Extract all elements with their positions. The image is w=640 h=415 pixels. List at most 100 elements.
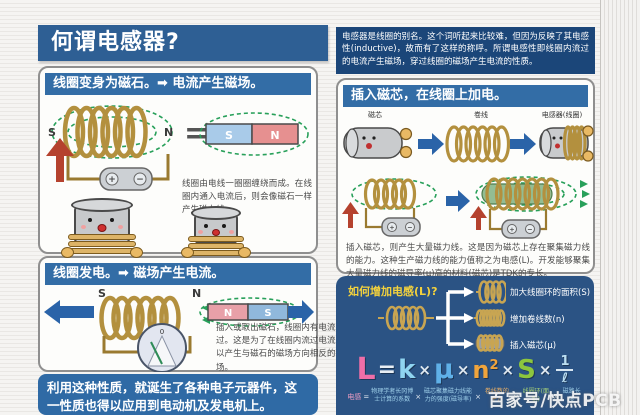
- formula-notes: 电感 = 物理学者长冈博士计算的系数 × 磁芯聚集磁力线能力的强度(磁导率) ×…: [336, 388, 594, 404]
- bar-magnet: N S: [199, 297, 301, 327]
- battery-plus: +: [108, 175, 116, 185]
- page-edge: [600, 0, 640, 415]
- winding-coil: [445, 125, 511, 163]
- note-times: ×: [552, 393, 559, 401]
- eye: [110, 218, 114, 222]
- wire: [540, 209, 548, 231]
- option-label: 插入磁芯(μ): [510, 341, 557, 351]
- option-coil-core: [475, 334, 505, 352]
- branch-diagram: [378, 280, 506, 352]
- formula-times: ×: [501, 360, 515, 379]
- inductor-label: 电感器(线圈): [541, 111, 583, 119]
- left-arrow-icon: [44, 300, 94, 324]
- section2-body: 插入或取出磁石，线圈内有电流流过。这是为了在线圈内流过电流，以产生与磁石的磁场方…: [216, 323, 344, 373]
- insert-core-diagram: + −: [342, 176, 590, 239]
- note-mu: 磁芯聚集磁力线能力的强度(磁导率): [424, 388, 473, 404]
- right-body: 插入磁芯，则产生大量磁力线。这是因为磁芯上存在聚集磁力线的能力。这种生产磁力线的…: [346, 243, 590, 280]
- field-arrow-icon: [580, 200, 588, 208]
- magnet-n-label: N: [224, 308, 232, 319]
- magnet-n-label: N: [270, 129, 279, 142]
- right-arrow-icon: [418, 133, 444, 155]
- section1-header: 线圈变身为磁石。➡ 电流产生磁场。: [45, 73, 311, 95]
- field-arrow-icon: [580, 180, 588, 188]
- inductor-character: [539, 125, 594, 162]
- watermark: 百家号/快点PCB: [488, 391, 622, 411]
- hand: [61, 247, 74, 258]
- formula-L: L: [356, 352, 376, 387]
- hand: [399, 127, 413, 141]
- hand: [181, 247, 194, 258]
- footer-text: 利用这种性质，就诞生了各种电子元器件，这一性质也得以应用到电动机及发电机上。: [47, 380, 298, 413]
- field-line: [475, 176, 577, 212]
- battery-minus: −: [527, 226, 532, 234]
- eye: [204, 224, 208, 228]
- intro-box: 电感器是线圈的别名。这个词听起来比较难，但因为反映了其电感性(inductive…: [336, 27, 595, 74]
- current-arrow-icon: [342, 202, 359, 228]
- formula-equals: =: [377, 357, 397, 382]
- formula-S: S: [517, 354, 536, 385]
- note-times: ×: [415, 393, 422, 401]
- note-k: 物理学者长冈博士计算的系数: [371, 388, 414, 404]
- mouth: [97, 224, 107, 232]
- wire: [152, 154, 170, 181]
- battery: + −: [381, 217, 421, 237]
- battery-minus: −: [136, 175, 144, 185]
- magnet-n-half: [251, 123, 299, 145]
- field-line: [487, 182, 565, 206]
- battery-plus: +: [389, 224, 394, 232]
- coil: [363, 178, 417, 210]
- panel-heading: 如何增加电感(L)?: [348, 285, 438, 298]
- right-arrow-icon: [446, 190, 470, 212]
- field-line: [351, 178, 437, 210]
- coil-wrap: [68, 248, 136, 254]
- formula-n-squared: n2: [472, 355, 499, 384]
- core-label: 磁芯: [368, 111, 382, 119]
- formula-times: ×: [538, 360, 552, 379]
- source-coil: [385, 305, 427, 331]
- field-arrow-icon: [582, 190, 590, 198]
- note-times: ×: [512, 393, 519, 401]
- hand: [130, 247, 143, 258]
- coil-wrap: [188, 236, 244, 242]
- equals-sign: =: [184, 116, 209, 151]
- eye: [88, 218, 92, 222]
- right-header: 插入磁芯，在线圈上加电。: [343, 85, 588, 107]
- note-times: ×: [475, 393, 481, 401]
- wire: [488, 209, 502, 231]
- battery-plus: +: [509, 226, 514, 234]
- section2-header: 线圈发电。➡ 磁场产生电流。: [45, 263, 311, 285]
- mascot-coil-tall: [181, 206, 251, 258]
- hand: [238, 247, 251, 258]
- section1-diagram: S N + − = S N: [46, 105, 309, 191]
- magnet-s-label: S: [225, 129, 233, 142]
- option-coil-area: [476, 280, 506, 304]
- page-title: 何谓电感器?: [38, 25, 328, 61]
- core-character: [343, 127, 413, 159]
- current-arrow-icon: [470, 206, 487, 230]
- formula-mu: μ: [433, 354, 454, 385]
- mouth: [212, 229, 220, 236]
- hand: [399, 145, 413, 159]
- winding-label: 卷线: [474, 111, 488, 119]
- coil-wrap: [68, 234, 136, 240]
- coil: [62, 105, 148, 159]
- core-plus-coil-diagram: [343, 125, 594, 163]
- intro-text: 电感器是线圈的别名。这个词听起来比较难，但因为反映了其电感性(inductive…: [342, 32, 589, 67]
- battery: + −: [501, 219, 541, 239]
- galvanometer: 0: [137, 323, 187, 372]
- formula-k: k: [398, 354, 416, 385]
- formula-one-over-l: 1 ℓ: [556, 355, 574, 385]
- left-section-2: 线圈发电。➡ 磁场产生电流。 S N N: [38, 256, 344, 373]
- hand: [582, 125, 594, 137]
- right-arrow-icon: [288, 300, 314, 324]
- meter-needle: [150, 341, 163, 365]
- formula-times: ×: [418, 360, 431, 379]
- coil-s-label: S: [48, 126, 56, 139]
- note-L: 电感: [347, 393, 362, 401]
- coil: [485, 177, 560, 211]
- magnet-s-label: S: [264, 308, 271, 319]
- coil-wrap: [188, 250, 244, 256]
- coil-s-label: S: [98, 287, 106, 300]
- coil: [99, 295, 181, 341]
- option-label: 加大线圈环的面积(S): [510, 288, 591, 298]
